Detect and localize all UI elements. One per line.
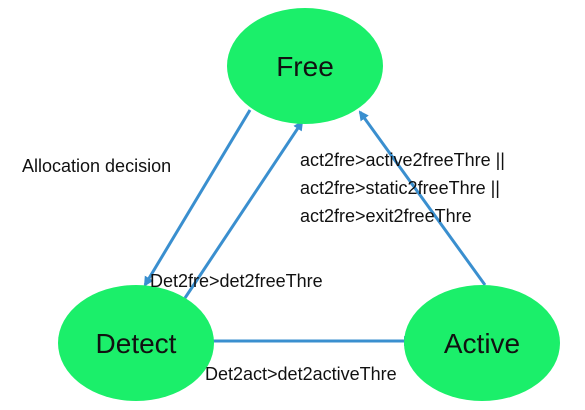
transition-label-det-to-free: Det2fre>det2freeThre — [150, 271, 323, 291]
state-node-free: Free — [227, 8, 383, 124]
edge-free-to-detect — [143, 109, 252, 287]
edge-detect-to-free — [183, 120, 304, 299]
state-label-active: Active — [444, 328, 520, 359]
state-node-active: Active — [404, 285, 560, 401]
transition-label-act-to-free-3: act2fre>exit2freeThre — [300, 206, 472, 226]
state-label-detect: Detect — [96, 328, 177, 359]
transition-label-act-to-free-2: act2fre>static2freeThre || — [300, 178, 500, 198]
edge-active-to-free — [358, 110, 487, 286]
transition-label-allocation: Allocation decision — [22, 156, 171, 176]
transition-label-det-to-active: Det2act>det2activeThre — [205, 364, 397, 384]
transition-label-act-to-free-1: act2fre>active2freeThre || — [300, 150, 505, 170]
state-node-detect: Detect — [58, 285, 214, 401]
state-label-free: Free — [276, 51, 334, 82]
